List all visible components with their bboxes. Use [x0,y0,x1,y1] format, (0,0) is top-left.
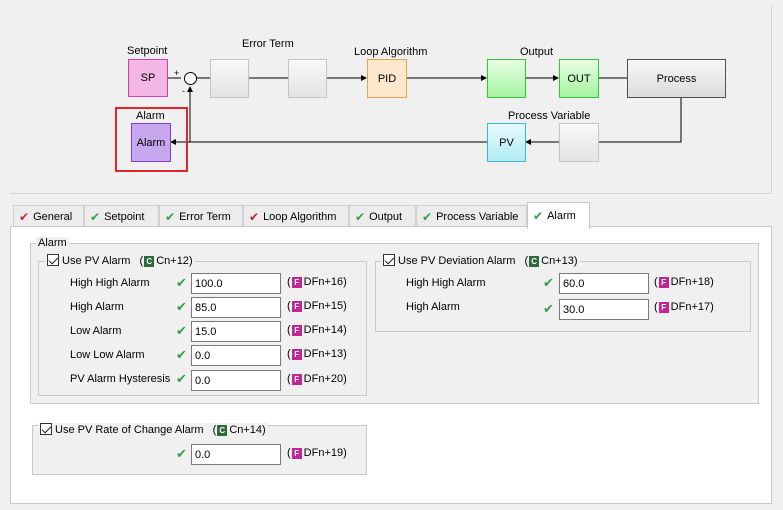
check-icon: ✔ [355,209,366,224]
output-block[interactable] [487,59,526,98]
pv-rate-alarm-input[interactable]: 0.0 [191,444,281,465]
use-pv-deviation-alarm-checkbox[interactable] [383,254,395,266]
float-register-icon: F [658,276,669,288]
tab-setpoint[interactable]: ✔Setpoint [84,205,159,227]
tab-general[interactable]: ✔General [13,205,84,227]
check-icon: ✔ [422,209,433,224]
valid-check-icon: ✔ [176,299,187,314]
valid-check-icon: ✔ [176,347,187,362]
use-pv-alarm-checkbox[interactable] [47,254,59,266]
setpoint-block[interactable]: SP [128,59,168,97]
alarm-selection-frame [115,107,188,172]
float-register-icon: F [291,447,302,459]
loop-algorithm-label: Loop Algorithm [354,46,428,58]
valid-check-icon: ✔ [176,446,187,461]
pv-filter-block[interactable] [559,123,599,162]
float-register-icon: F [291,373,302,385]
error-term-block-1[interactable] [210,59,249,98]
high-alarm-label: High Alarm [70,301,124,313]
check-icon: ✔ [533,209,544,223]
valid-check-icon: ✔ [176,323,187,338]
high-high-alarm-label: High High Alarm [70,277,150,289]
float-register-icon: F [291,276,302,288]
valid-check-icon: ✔ [543,275,554,290]
check-icon: ✔ [165,209,176,224]
coil-register-icon: C [144,256,155,267]
error-x-icon: ✔ [19,209,30,224]
tab-alarm[interactable]: ✔Alarm [527,202,590,229]
low-low-alarm-input[interactable]: 0.0 [191,345,281,366]
alarm-label: Alarm [136,110,165,122]
alarm-group-label: Alarm [36,237,69,249]
float-register-icon: F [291,348,302,360]
process-block[interactable]: Process [627,59,726,98]
use-pv-rate-alarm-checkbox[interactable] [40,423,52,435]
dev-high-alarm-input[interactable]: 30.0 [559,299,649,320]
output-label: Output [520,46,554,58]
dev-high-high-alarm-input[interactable]: 60.0 [559,273,649,294]
high-high-alarm-input[interactable]: 100.0 [191,273,281,294]
low-alarm-label: Low Alarm [70,325,122,337]
float-register-icon: F [291,300,302,312]
process-variable-label: Process Variable [508,110,591,122]
valid-check-icon: ✔ [176,371,187,386]
check-icon: ✔ [90,209,101,224]
dev-high-high-alarm-label: High High Alarm [406,277,486,289]
dev-high-alarm-label: High Alarm [406,301,460,313]
tab-output[interactable]: ✔Output [349,205,416,227]
coil-register-icon: C [529,256,540,267]
setpoint-label: Setpoint [127,45,168,57]
low-low-alarm-label: Low Low Alarm [70,349,145,361]
error-term-label: Error Term [242,38,294,50]
pv-alarm-hysteresis-input[interactable]: 0.0 [191,370,281,391]
float-register-icon: F [658,301,669,313]
valid-check-icon: ✔ [176,275,187,290]
error-x-icon: ✔ [249,209,260,224]
low-alarm-input[interactable]: 15.0 [191,321,281,342]
float-register-icon: F [291,324,302,336]
minus-sign: - [182,86,185,96]
loop-diagram: Setpoint Error Term Loop Algorithm Outpu… [10,6,772,194]
pid-block[interactable]: PID [367,59,407,98]
error-term-block-2[interactable] [288,59,327,98]
pv-block[interactable]: PV [487,123,526,162]
pv-deviation-alarm-group [375,261,751,332]
alarm-block[interactable]: Alarm [131,123,171,162]
tab-error-term[interactable]: ✔Error Term [159,205,243,227]
high-alarm-input[interactable]: 85.0 [191,297,281,318]
summing-junction [184,72,197,85]
tab-process-variable[interactable]: ✔Process Variable [416,205,527,227]
tab-loop-algorithm[interactable]: ✔Loop Algorithm [243,205,349,227]
coil-register-icon: C [217,425,228,436]
out-block[interactable]: OUT [559,59,599,98]
plus-sign: + [174,68,180,78]
pv-alarm-hysteresis-label: PV Alarm Hysteresis [70,373,171,385]
valid-check-icon: ✔ [543,301,554,316]
